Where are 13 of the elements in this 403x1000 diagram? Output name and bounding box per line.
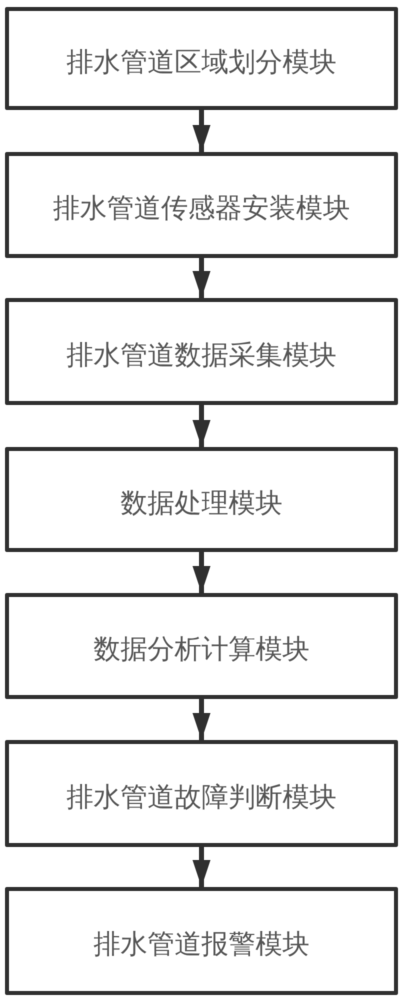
arrow bbox=[192, 405, 210, 447]
process-box: 数据处理模块 bbox=[5, 447, 398, 552]
arrow bbox=[192, 847, 210, 887]
process-box: 数据分析计算模块 bbox=[5, 593, 398, 699]
process-box: 排水管道数据采集模块 bbox=[5, 298, 398, 405]
process-box: 排水管道报警模块 bbox=[5, 887, 398, 995]
arrow bbox=[192, 258, 210, 298]
arrow bbox=[192, 699, 210, 740]
process-box: 排水管道故障判断模块 bbox=[5, 740, 398, 847]
arrow bbox=[192, 552, 210, 593]
process-box: 排水管道传感器安装模块 bbox=[5, 152, 398, 258]
arrow bbox=[192, 110, 210, 152]
process-box: 排水管道区域划分模块 bbox=[5, 7, 398, 110]
